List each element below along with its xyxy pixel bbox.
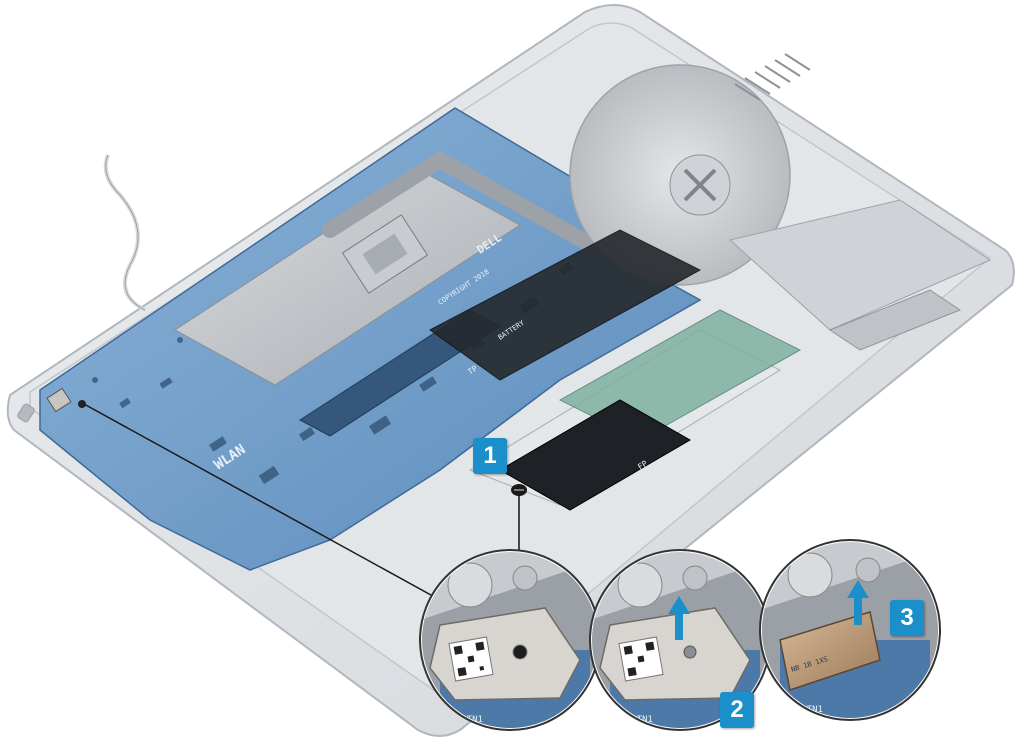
fingerprint-bracket-location <box>46 387 86 413</box>
cpu-die-inner <box>362 233 408 275</box>
tp-silk-label: TP <box>466 364 479 377</box>
step-badge-3: 3 <box>890 600 924 636</box>
speaker-right <box>828 289 962 351</box>
step-badge-1: 1 <box>473 438 507 474</box>
fp-silk-label: FP <box>636 459 649 472</box>
vent-fins <box>734 53 811 101</box>
heat-pipe <box>322 150 608 258</box>
inset-step-1: JFPBTN1 <box>419 549 601 731</box>
step-badge-2: 2 <box>720 692 754 728</box>
up-arrow-icon <box>847 580 869 625</box>
smart-card-reader <box>728 199 992 331</box>
callout-line <box>83 403 441 601</box>
cooling-fan <box>569 64 791 286</box>
battery-cell <box>499 399 691 511</box>
fingerprint-reader-board <box>779 611 881 691</box>
insulation-sheet <box>429 229 702 381</box>
up-arrow-icon <box>668 596 690 640</box>
